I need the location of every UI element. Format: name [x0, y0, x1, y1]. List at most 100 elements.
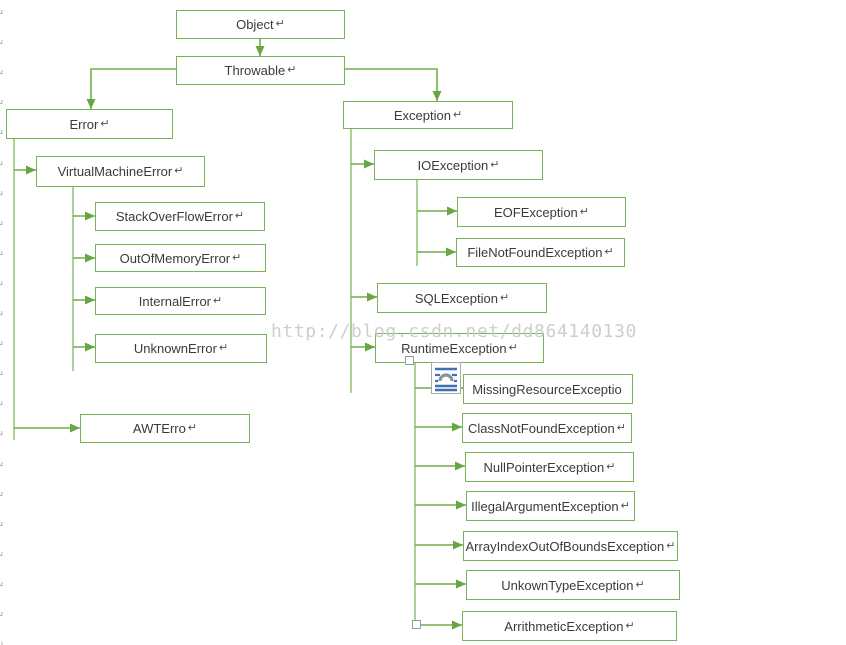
- arrowhead: [367, 292, 377, 302]
- line-break-mark: ↵: [616, 421, 626, 434]
- line-break-mark: ↵: [100, 117, 110, 130]
- embedded-object-glyph: [435, 367, 457, 392]
- arrowhead: [85, 342, 95, 352]
- node-class-not-found-exception[interactable]: ClassNotFoundException↵: [462, 413, 632, 443]
- node-label: MissingResourceExceptio: [472, 381, 622, 397]
- node-label: Exception: [393, 107, 451, 123]
- connector-error-to-virtual-machine: [14, 165, 36, 175]
- arrowhead: [432, 91, 442, 101]
- connector-runtime-to-illegalargument: [415, 500, 466, 510]
- arrowhead: [447, 206, 457, 216]
- node-label: InternalError: [138, 293, 212, 309]
- line-break-mark: ↵: [666, 539, 676, 552]
- connector-throwable-to-error: [86, 68, 176, 109]
- node-label: EOFException: [493, 204, 578, 220]
- connector-vme-to-unknown: [73, 342, 95, 352]
- node-exception[interactable]: Exception↵: [343, 101, 513, 129]
- node-virtual-machine-error[interactable]: VirtualMachineError↵: [36, 156, 205, 187]
- line-break-mark: ↵: [490, 158, 500, 171]
- node-label: OutOfMemoryError: [119, 250, 231, 266]
- line-break-mark: ↵: [620, 499, 630, 512]
- node-awt-error[interactable]: AWTErro↵: [80, 414, 250, 443]
- node-io-exception[interactable]: IOException↵: [374, 150, 543, 180]
- node-label: ArrayIndexOutOfBoundsException: [465, 538, 665, 554]
- connector-object-to-throwable: [255, 37, 265, 56]
- node-out-of-memory-error[interactable]: OutOfMemoryError↵: [95, 244, 266, 272]
- arrowhead: [452, 620, 462, 630]
- node-file-not-found-exception[interactable]: FileNotFoundException↵: [456, 238, 625, 267]
- line-break-mark: ↵: [452, 108, 463, 121]
- connector-throwable-to-exception: [343, 68, 442, 101]
- connector-runtime-to-nullpointer: [415, 461, 465, 471]
- node-stack-over-flow-error[interactable]: StackOverFlowError↵: [95, 202, 265, 231]
- line-break-mark: ↵: [635, 578, 645, 591]
- node-object[interactable]: Object↵: [176, 10, 345, 39]
- connector-vme-to-internal: [73, 295, 95, 305]
- node-label: RuntimeException: [401, 340, 507, 356]
- line-break-mark: ↵: [174, 165, 184, 177]
- arrowhead: [86, 99, 96, 109]
- connector-handle-top[interactable]: [405, 356, 414, 365]
- arrowhead: [446, 247, 456, 257]
- arrowhead: [255, 46, 265, 56]
- node-internal-error[interactable]: InternalError↵: [95, 287, 266, 315]
- connector-vme-to-outofmemory: [73, 253, 95, 263]
- node-runtime-exception[interactable]: RuntimeException↵: [375, 333, 544, 363]
- connector-runtime-to-classnotfound: [415, 422, 462, 432]
- node-label: IOException: [417, 157, 489, 173]
- connector-vme-to-stackoverflow: [73, 211, 95, 221]
- connector-io-to-eof: [417, 206, 457, 216]
- line-break-mark: ↵: [508, 341, 518, 354]
- connector-runtime-to-unkowntype: [415, 579, 466, 589]
- arrowhead: [453, 540, 463, 550]
- line-break-mark: ↵: [606, 460, 616, 473]
- node-label: StackOverFlowError: [115, 209, 233, 224]
- line-break-mark: ↵: [187, 422, 198, 434]
- arrowhead: [70, 423, 80, 433]
- connector-handle-bottom[interactable]: [412, 620, 421, 629]
- node-unkown-type-exception[interactable]: UnkownTypeException↵: [466, 570, 680, 600]
- arrowhead: [364, 159, 374, 169]
- arrowhead: [85, 211, 95, 221]
- node-arrithmetic-exception[interactable]: ArrithmeticException↵: [462, 611, 677, 641]
- line-break-mark: ↵: [275, 18, 285, 30]
- node-label: AWTErro: [132, 421, 186, 436]
- node-unknown-error[interactable]: UnknownError↵: [95, 334, 267, 363]
- node-illegal-argument-exception[interactable]: IllegalArgumentException↵: [466, 491, 635, 521]
- node-label: UnkownTypeException: [501, 577, 634, 593]
- line-break-mark: ↵: [213, 294, 223, 307]
- embedded-object-icon[interactable]: [431, 362, 461, 394]
- node-throwable[interactable]: Throwable↵: [176, 56, 345, 85]
- node-label: UnknownError: [133, 341, 217, 356]
- connector-exception-to-io: [351, 159, 374, 169]
- node-label: Object: [236, 17, 274, 32]
- connector-error-to-awt: [14, 423, 80, 433]
- line-break-mark: ↵: [604, 246, 614, 258]
- node-label: Error: [69, 116, 99, 132]
- node-label: NullPointerException: [483, 459, 605, 475]
- line-break-mark: ↵: [625, 619, 635, 632]
- node-label: Throwable: [224, 63, 286, 78]
- node-missing-resource-exception[interactable]: MissingResourceExceptio: [463, 374, 633, 404]
- line-break-mark: ↵: [287, 64, 297, 76]
- node-eof-exception[interactable]: EOFException↵: [457, 197, 626, 227]
- arrowhead: [456, 579, 466, 589]
- arrowhead: [85, 295, 95, 305]
- node-label: VirtualMachineError: [57, 164, 173, 179]
- node-array-index-out-of-bounds-exception[interactable]: ArrayIndexOutOfBoundsException↵: [463, 531, 678, 561]
- node-error[interactable]: Error↵: [6, 109, 173, 139]
- node-null-pointer-exception[interactable]: NullPointerException↵: [465, 452, 634, 482]
- connector-io-to-filenotfound: [417, 247, 456, 257]
- arrowhead: [452, 422, 462, 432]
- line-break-mark: ↵: [218, 342, 229, 354]
- arrowhead: [365, 342, 375, 352]
- node-label: FileNotFoundException: [467, 245, 603, 260]
- node-label: ClassNotFoundException: [468, 420, 615, 436]
- node-label: IllegalArgumentException: [471, 498, 619, 514]
- node-sql-exception[interactable]: SQLException↵: [377, 283, 547, 313]
- connector-runtime-to-arrithmetic: [415, 620, 462, 630]
- node-label: ArrithmeticException: [504, 618, 624, 634]
- line-break-mark: ↵: [232, 251, 242, 264]
